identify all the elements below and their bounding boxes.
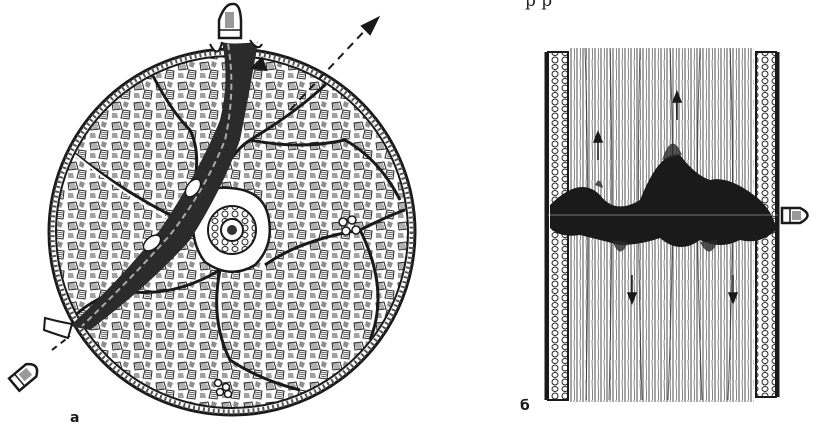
limb-cross-section: [44, 40, 415, 415]
bullet-bottom-icon: [9, 360, 41, 390]
bullet-top-icon: [219, 4, 241, 38]
panel-label-a: а: [70, 410, 79, 426]
longitudinal-section: [546, 48, 778, 402]
panel-label-b: б: [520, 398, 530, 414]
bullet-side-icon: [782, 208, 808, 223]
